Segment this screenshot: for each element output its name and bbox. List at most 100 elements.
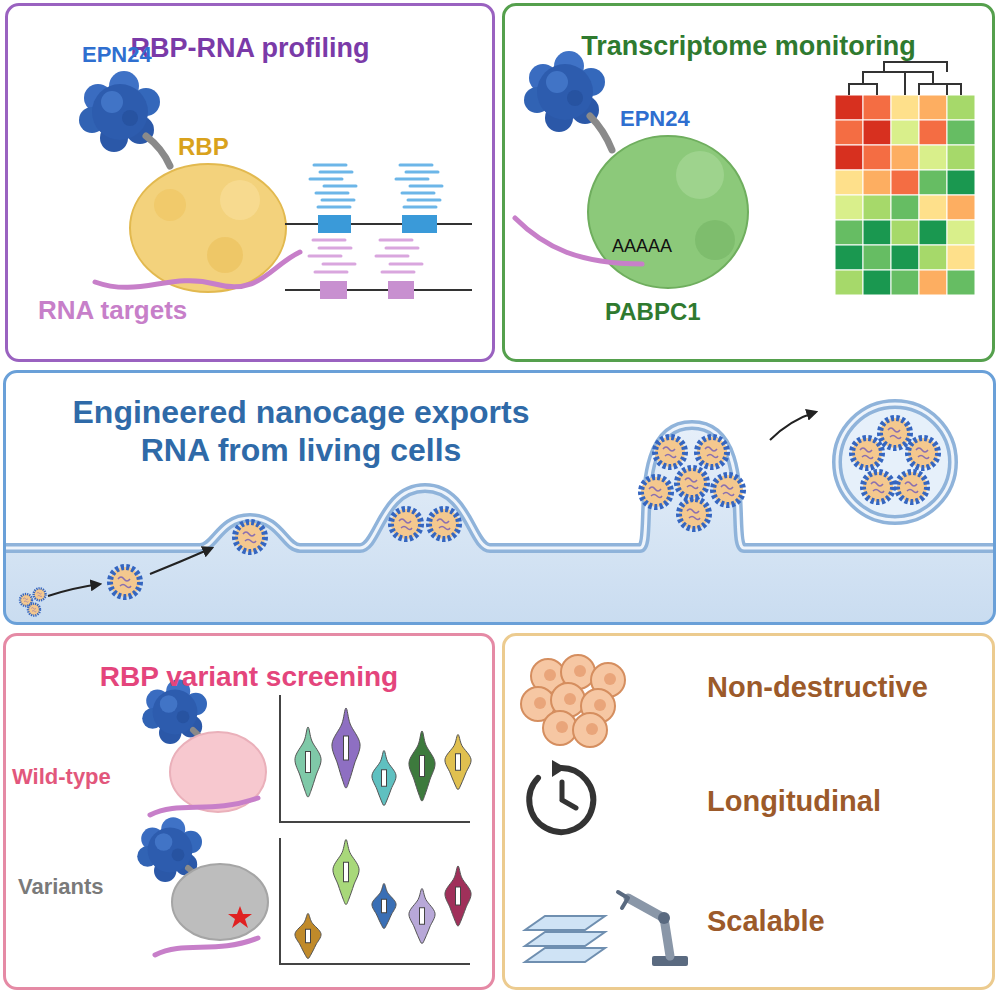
features-panel: Non-destructiveLongitudinalScalable bbox=[502, 633, 995, 990]
nanocage-export-art-part-part bbox=[20, 594, 32, 606]
transcriptome-art-part-part bbox=[835, 195, 863, 220]
transcriptome-art-part-part bbox=[891, 245, 919, 270]
nanocage-export-art-part bbox=[679, 499, 709, 529]
feature-icons-part bbox=[525, 948, 605, 962]
transcriptome-art-part-part bbox=[947, 95, 975, 120]
panel-text: Scalable bbox=[707, 904, 987, 939]
transcriptome-art-part-part bbox=[947, 170, 975, 195]
variant-screening-art-part-part-part bbox=[445, 866, 471, 926]
panel-text: Transcriptome monitoring bbox=[505, 30, 992, 62]
nanocage-export-art-part bbox=[48, 584, 100, 596]
variant-screening-art-part bbox=[295, 708, 471, 959]
transcriptome-art-part-part bbox=[863, 170, 891, 195]
variant-screening-art bbox=[137, 679, 471, 964]
feature-icons bbox=[521, 655, 688, 966]
rbp-profiling-art-part-part bbox=[313, 239, 345, 242]
nanocage-export-art-part bbox=[897, 472, 927, 502]
rbp-profiling-art-part-part bbox=[319, 247, 351, 250]
variant-screening-art-part-part bbox=[445, 866, 471, 926]
nanocage-export-art-part bbox=[429, 509, 459, 539]
transcriptome-art-part-part bbox=[947, 245, 975, 270]
nanocage-export-art-part bbox=[908, 438, 938, 468]
rbp-profiling-art-part-part bbox=[376, 255, 408, 258]
transcriptome-art-part-part bbox=[863, 95, 891, 120]
feature-icons-part-part-part bbox=[543, 711, 577, 745]
transcriptome-art-part-part bbox=[863, 120, 891, 145]
transcriptome-art-part-part bbox=[947, 120, 975, 145]
transcriptome-art-part bbox=[590, 116, 612, 150]
variant-screening-art-part-part-part bbox=[420, 756, 425, 777]
nanocage-export-art-part bbox=[391, 509, 421, 539]
nanocage-export-art-part-part bbox=[34, 588, 46, 600]
feature-icons-part-part-part bbox=[544, 669, 556, 681]
rbp-profiling-art-part-part bbox=[310, 178, 342, 181]
rbp-profiling-art-part-part bbox=[320, 171, 352, 174]
rbp-profiling-art-part-part bbox=[309, 255, 341, 258]
variant-screening-art-part-part bbox=[332, 708, 360, 788]
feature-icons-part-part bbox=[573, 713, 607, 747]
rbp-profiling-art-part-part bbox=[386, 247, 418, 250]
variant-screening-art-part bbox=[150, 798, 258, 815]
panel-text: RBP variant screening bbox=[6, 660, 492, 694]
transcriptome-art-part-part bbox=[891, 145, 919, 170]
rbp-profiling-art-part bbox=[320, 281, 347, 299]
transcriptome-art-part-part bbox=[919, 195, 947, 220]
transcriptome-art-part-part bbox=[891, 120, 919, 145]
rbp-profiling-art-part-part bbox=[396, 178, 428, 181]
transcriptome-art-part-part bbox=[947, 220, 975, 245]
variant-screening-art-part bbox=[155, 938, 258, 955]
variant-screening-art-part bbox=[228, 906, 252, 928]
transcriptome-art-part-part bbox=[835, 170, 863, 195]
transcriptome-art-part-part bbox=[835, 220, 863, 245]
transcriptome-art-part-part bbox=[919, 95, 947, 120]
rbp-profiling-art-part-part bbox=[316, 192, 348, 195]
transcriptome-art-part bbox=[835, 95, 975, 295]
feature-icons-part-part-part bbox=[586, 723, 598, 735]
feature-icons-part-part-part bbox=[534, 697, 546, 709]
variant-screening-art-part-part-part bbox=[306, 752, 311, 773]
transcriptome-art-part-part bbox=[919, 145, 947, 170]
export-panel: Engineered nanocage exports RNA from liv… bbox=[3, 370, 996, 625]
nanocage-export-art-part bbox=[150, 548, 212, 574]
rbp-profiling-art-part-part bbox=[318, 206, 350, 209]
feature-icons-part bbox=[525, 916, 605, 930]
variant-screening-art-part-part bbox=[295, 914, 321, 959]
transcriptome-art-part-part bbox=[835, 270, 863, 295]
rbp-profiling-art-part bbox=[154, 189, 186, 221]
variant-label: Variants bbox=[18, 874, 104, 899]
rbp-profiling-art-part-part bbox=[324, 185, 356, 188]
feature-icons-part bbox=[628, 898, 670, 956]
feature-icons-part-part-part bbox=[574, 665, 586, 677]
transcriptome-art-part-part bbox=[919, 245, 947, 270]
monitoring-panel: Transcriptome monitoring bbox=[502, 3, 995, 362]
variant-label: Wild-type bbox=[12, 764, 111, 789]
transcriptome-art-part-part bbox=[891, 170, 919, 195]
transcriptome-art-part-part bbox=[863, 195, 891, 220]
feature-icons-part bbox=[562, 782, 576, 808]
nanocage-export-art-part bbox=[655, 437, 685, 467]
variant-screening-art-part-part bbox=[372, 751, 396, 806]
transcriptome-art-part-part bbox=[835, 245, 863, 270]
protein-label: RBP bbox=[178, 133, 229, 161]
rbp-profiling-art-part bbox=[130, 164, 286, 292]
nanocage-export-art-part bbox=[837, 404, 953, 520]
rbp-profiling-art-part-part bbox=[410, 185, 442, 188]
rbp-profiling-art-part bbox=[388, 281, 414, 299]
rbp-profiling-art-part bbox=[95, 252, 300, 287]
rbp-profiling-art-part bbox=[146, 136, 170, 166]
transcriptome-art-part-part bbox=[891, 220, 919, 245]
transcriptome-art-part-part bbox=[863, 245, 891, 270]
transcriptome-art-part-part bbox=[919, 170, 947, 195]
transcriptome-art-part-part bbox=[891, 95, 919, 120]
transcriptome-art-part-part bbox=[891, 195, 919, 220]
transcriptome-art-part-part bbox=[919, 220, 947, 245]
transcriptome-art-part-part bbox=[863, 145, 891, 170]
rbp-profiling-art-part bbox=[309, 165, 442, 272]
variant-screening-art-part-part bbox=[445, 735, 471, 790]
rbp-profiling-art-part-part bbox=[400, 164, 432, 167]
feature-icons-part bbox=[529, 768, 593, 832]
variant-screening-art-part-part bbox=[372, 884, 396, 929]
protein-label: EPN24 bbox=[82, 42, 152, 67]
variant-screening-art-part-part-part bbox=[295, 914, 321, 959]
rbp-profiling-art-part-part bbox=[380, 239, 412, 242]
